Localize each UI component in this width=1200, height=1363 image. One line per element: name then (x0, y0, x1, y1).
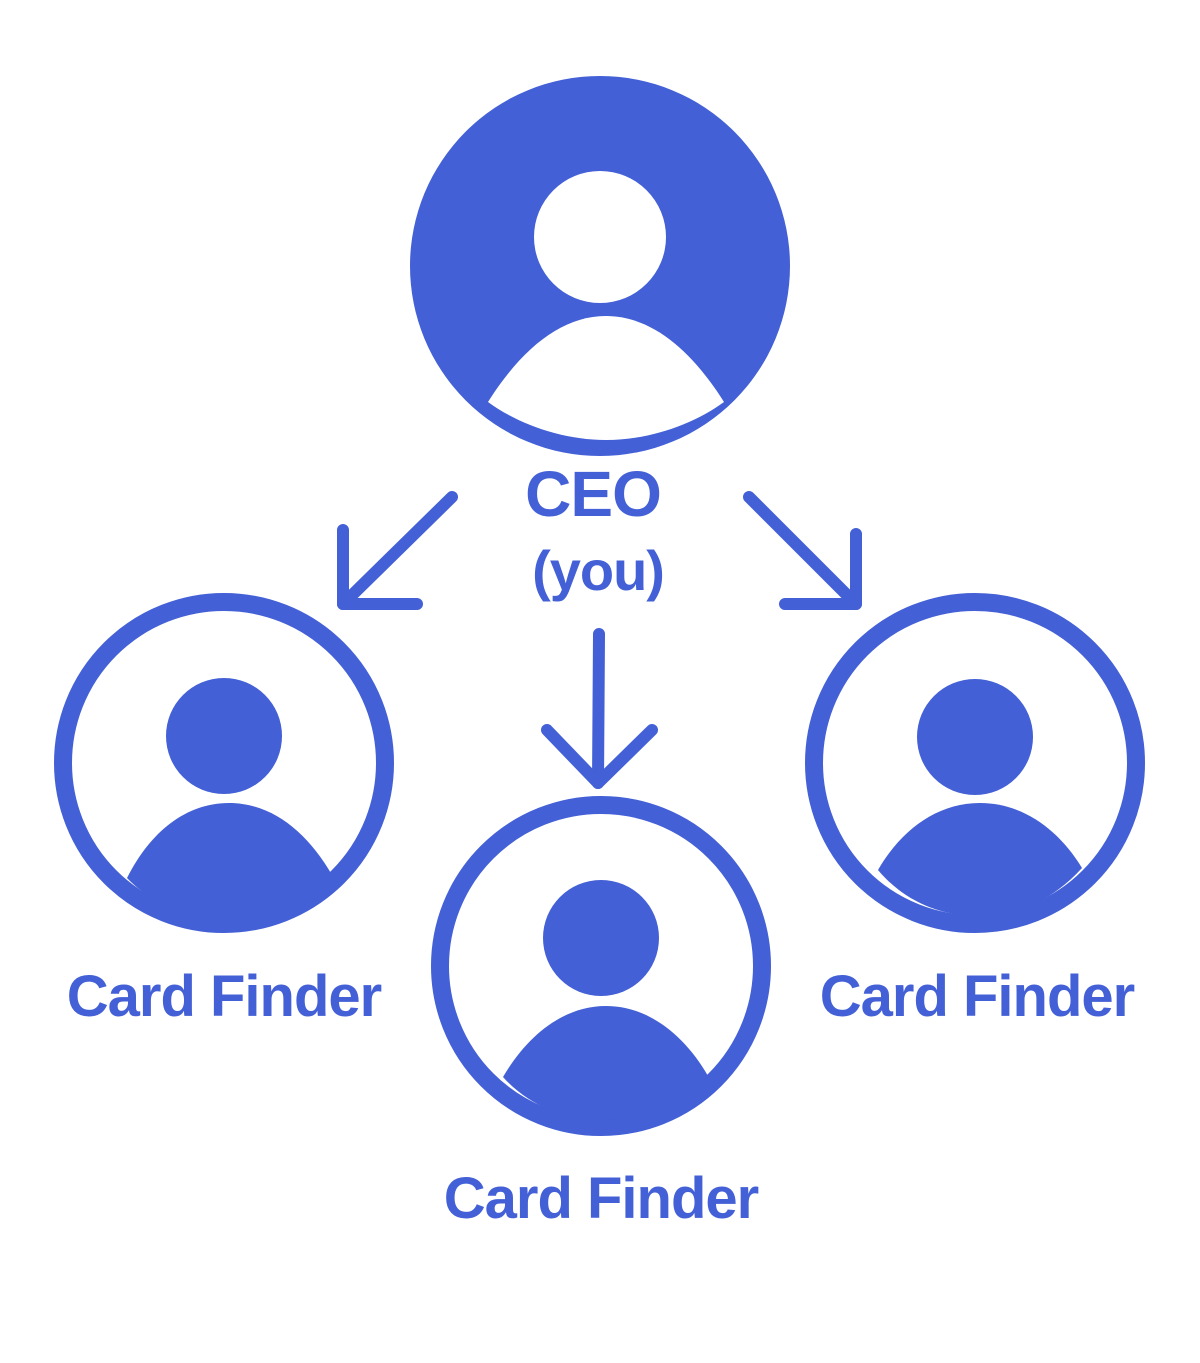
report-label-right: Card Finder (820, 964, 1135, 1029)
ceo-node (410, 76, 790, 456)
user-avatar-icon (503, 880, 708, 1120)
report-node-left (54, 593, 394, 933)
ceo-subtitle: (you) (532, 539, 664, 602)
report-node-center (431, 796, 771, 1136)
arrow-to-center-report (541, 628, 658, 789)
arrow-to-right-report (743, 491, 862, 610)
user-avatar-icon (878, 679, 1082, 916)
ceo-title: CEO (525, 458, 661, 530)
arrow-to-left-report (337, 491, 458, 610)
user-avatar-icon (127, 678, 332, 918)
report-label-center: Card Finder (444, 1166, 759, 1231)
report-node-right (805, 593, 1145, 933)
user-avatar-icon (488, 171, 724, 440)
report-label-left: Card Finder (67, 964, 382, 1029)
